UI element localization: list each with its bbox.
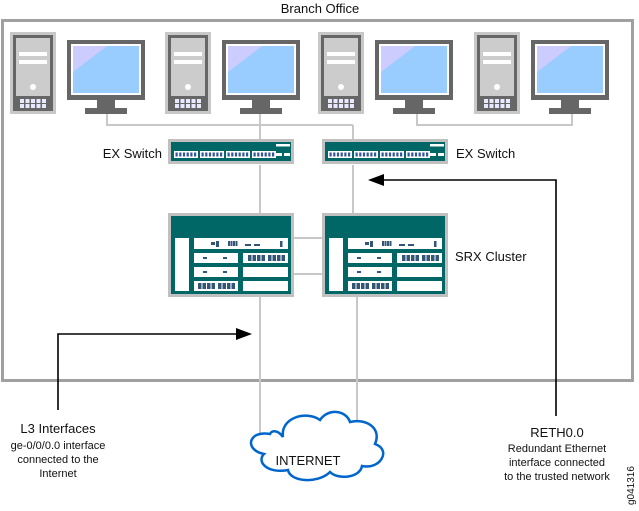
workstation bbox=[474, 32, 609, 114]
ex-switch-right[interactable] bbox=[322, 139, 448, 164]
reth-callout-title: RETH0.0 bbox=[530, 425, 583, 440]
pc-tower-icon bbox=[474, 32, 520, 114]
pc-tower-icon bbox=[10, 32, 56, 114]
workstations bbox=[10, 32, 609, 114]
monitor-icon bbox=[531, 40, 609, 114]
workstation bbox=[318, 32, 453, 114]
l3-callout-line-1: ge-0/0/0.0 interface bbox=[11, 440, 106, 452]
l3-callout-line-3: Internet bbox=[39, 468, 76, 480]
ex-switch-right-label: EX Switch bbox=[456, 146, 515, 161]
internet-label: INTERNET bbox=[276, 453, 341, 468]
monitor-icon bbox=[67, 40, 145, 114]
ex-switch-left[interactable] bbox=[168, 139, 294, 164]
l3-callout-title: L3 Interfaces bbox=[20, 421, 96, 436]
reth-arrow bbox=[384, 179, 557, 416]
workstation bbox=[10, 32, 145, 114]
branch-office-boundary bbox=[1, 19, 634, 382]
srx-node-1[interactable] bbox=[322, 213, 448, 297]
lan-links bbox=[106, 112, 573, 435]
branch-office-title: Branch Office bbox=[281, 1, 360, 16]
monitor-icon bbox=[375, 40, 453, 114]
l3-arrowhead bbox=[236, 328, 252, 340]
pc-tower-icon bbox=[165, 32, 211, 114]
ex-switch-left-label: EX Switch bbox=[103, 146, 162, 161]
reth-callout-line-2: interface connected bbox=[509, 457, 605, 469]
figure-id: g041316 bbox=[626, 466, 637, 505]
l3-callout-line-2: connected to the bbox=[17, 454, 98, 466]
srx-node-0[interactable] bbox=[168, 213, 294, 297]
monitor-icon bbox=[222, 40, 300, 114]
reth-callout-line-1: Redundant Ethernet bbox=[508, 443, 606, 455]
pc-tower-icon bbox=[318, 32, 364, 114]
reth-arrowhead bbox=[368, 174, 384, 186]
reth-callout-line-3: to the trusted network bbox=[504, 471, 610, 483]
l3-interface-arrow bbox=[57, 333, 236, 410]
workstation bbox=[165, 32, 300, 114]
internet-cloud bbox=[250, 410, 385, 482]
srx-cluster-label: SRX Cluster bbox=[455, 249, 527, 264]
